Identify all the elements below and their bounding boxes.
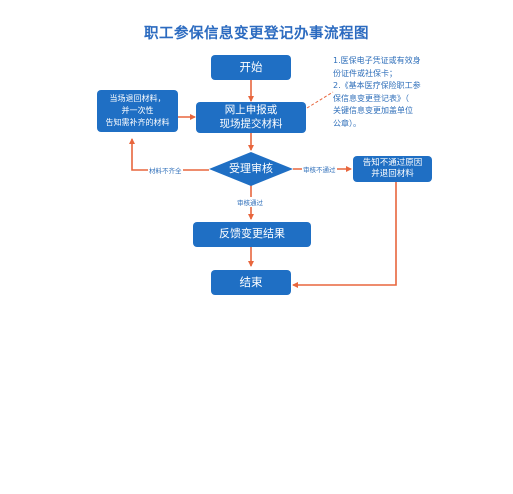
review-label: 受理审核: [229, 161, 273, 175]
feedback-label: 反馈变更结果: [219, 227, 285, 241]
return-label-line1: 当场退回材料，: [109, 94, 166, 103]
end-label: 结束: [239, 275, 263, 290]
note-line: 关键信息变更加盖单位: [333, 106, 413, 115]
review-diamond: [209, 152, 293, 186]
required-materials-note: 1.医保电子凭证或有效身 份证件或社保卡； 2.《基本医疗保险职工参 保信息变更…: [333, 55, 443, 130]
return-materials-node: 当场退回材料， 并一次性 告知需补齐的材料: [97, 90, 178, 132]
end-node: 结束: [211, 270, 291, 295]
note-line: 1.医保电子凭证或有效身: [333, 56, 421, 65]
feedback-node: 反馈变更结果: [193, 222, 311, 247]
edge-label-rejected: 审核不通过: [302, 164, 337, 174]
submit-label-line2: 现场提交材料: [219, 117, 283, 130]
arrow-review-to-return: [129, 138, 209, 171]
note-line: 保信息变更登记表》（: [333, 93, 409, 103]
start-label: 开始: [239, 60, 263, 75]
review-node-label: 受理审核: [215, 159, 287, 179]
edge-label-approved: 审核通过: [236, 197, 264, 207]
submit-materials-node: 网上申报或 现场提交材料: [196, 102, 306, 133]
note-line: 2.《基本医疗保险职工参: [333, 81, 421, 90]
start-node: 开始: [211, 55, 291, 80]
note-line: 份证件或社保卡；: [333, 68, 397, 78]
note-line: 公章）。: [333, 118, 361, 128]
note-pointer-dashed: [306, 91, 334, 109]
arrow-notify-to-end: [292, 182, 397, 288]
notify-rejection-node: 告知不通过原因 并退回材料: [353, 156, 432, 182]
return-label-line3: 告知需补齐的材料: [105, 118, 170, 127]
edge-label-incomplete: 材料不齐全: [148, 165, 183, 175]
submit-label-line1: 网上申报或: [224, 103, 278, 116]
notify-label-line2: 并退回材料: [371, 169, 414, 179]
diagram-title: 职工参保信息变更登记办事流程图: [144, 26, 369, 42]
notify-label-line1: 告知不通过原因: [362, 157, 423, 168]
return-label-line2: 并一次性: [121, 106, 154, 115]
